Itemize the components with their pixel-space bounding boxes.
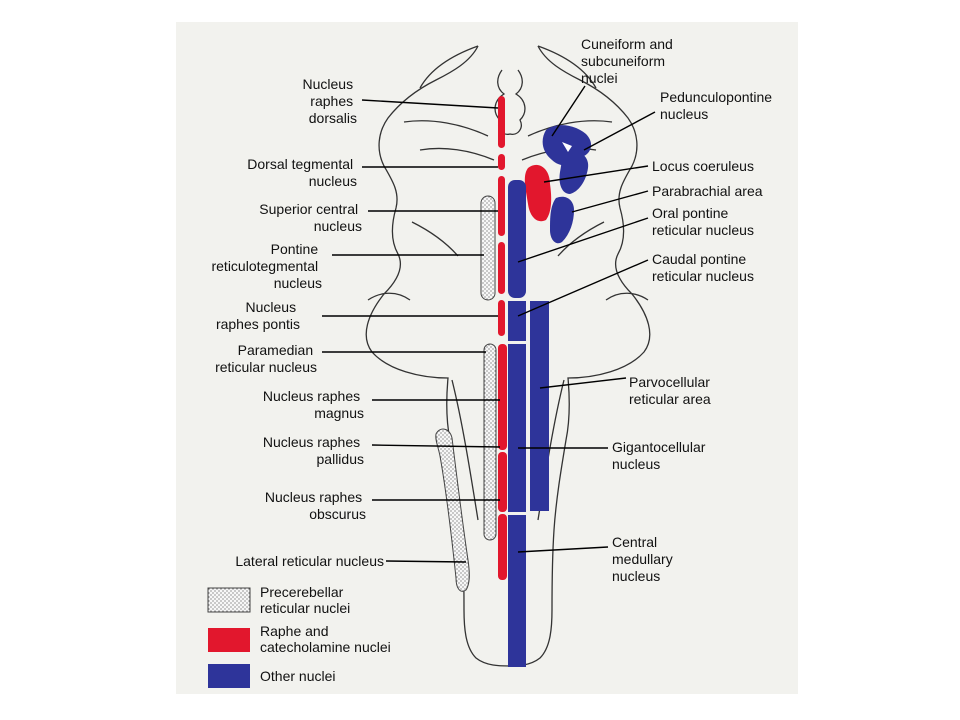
leader-lateral-reticular — [385, 560, 467, 563]
legend-swatch-precerebellar — [207, 587, 251, 613]
label-gigantocellular: Gigantocellular nucleus — [612, 439, 709, 472]
precerebellar-nuclei — [435, 195, 497, 592]
nucleus-raphes-pontis — [498, 300, 505, 336]
labels-right: Cuneiform and subcuneiform nuclei Pedunc… — [581, 36, 776, 584]
label-lateral-reticular: Lateral reticular nucleus — [235, 553, 384, 569]
leader-locus-coeruleus — [543, 165, 649, 183]
gigantocellular-nucleus — [508, 344, 526, 512]
nucleus-raphes-magnus — [498, 344, 507, 450]
parvocellular-reticular-area — [530, 301, 549, 511]
label-paramedian: Paramedian reticular nucleus — [215, 342, 317, 375]
superior-central-nucleus — [498, 176, 505, 236]
leader-parvocellular — [539, 377, 627, 389]
caudal-pontine-reticular-nucleus — [508, 301, 526, 341]
paramedian-reticular-nucleus — [483, 343, 497, 541]
label-raphes-pallidus: Nucleus raphes pallidus — [263, 434, 364, 467]
label-parabrachial: Parabrachial area — [652, 183, 763, 199]
label-oral-pontine: Oral pontine reticular nucleus — [652, 205, 754, 238]
label-raphes-dorsalis: Nucleus raphes dorsalis — [303, 76, 357, 126]
legend-label-raphe: Raphe and catecholamine nuclei — [260, 623, 391, 655]
dorsal-tegmental-nucleus — [498, 154, 505, 170]
label-dorsal-tegmental: Dorsal tegmental nucleus — [247, 156, 357, 189]
leader-central-medullary — [517, 546, 609, 553]
leader-raphes-dorsalis — [361, 99, 499, 109]
leader-pedunculopontine — [583, 111, 656, 151]
legend-label-precerebellar: Precerebellar reticular nuclei — [260, 584, 350, 616]
label-caudal-pontine: Caudal pontine reticular nucleus — [652, 251, 754, 284]
label-locus-coeruleus: Locus coeruleus — [652, 158, 754, 174]
raphe-nuclei — [498, 96, 552, 580]
nucleus-raphes-obscurus — [498, 514, 507, 580]
label-pedunculopontine: Pedunculopontine nucleus — [660, 89, 776, 122]
label-superior-central: Superior central nucleus — [259, 201, 362, 234]
legend-swatch-other — [208, 664, 250, 688]
leader-parabrachial — [571, 190, 649, 213]
label-raphes-obscurus: Nucleus raphes obscurus — [265, 489, 366, 522]
label-central-medullary: Central medullary nucleus — [612, 534, 677, 584]
label-raphes-pontis: Nucleus raphes pontis — [216, 299, 300, 332]
parabrachial-area — [550, 196, 574, 244]
pedunculopontine-nucleus — [559, 149, 589, 194]
nucleus-raphes-dorsalis — [498, 96, 505, 148]
oral-pontine-reticular-nucleus — [508, 180, 526, 298]
nucleus-raphes-pallidus — [498, 452, 507, 512]
label-cuneiform: Cuneiform and subcuneiform nuclei — [581, 36, 677, 86]
legend: Precerebellar reticular nuclei Raphe and… — [207, 584, 391, 688]
leader-lines — [322, 85, 656, 563]
other-nuclei — [508, 125, 592, 667]
legend-label-other: Other nuclei — [260, 668, 335, 684]
lateral-reticular-nucleus — [435, 428, 470, 592]
leader-cuneiform — [551, 85, 586, 137]
legend-swatch-raphe — [208, 628, 250, 652]
raphe-column-pontine — [498, 242, 505, 294]
cuneiform-notch — [562, 142, 572, 152]
label-pontine-reticulotegmental: Pontine reticulotegmental nucleus — [211, 241, 322, 291]
label-parvocellular: Parvocellular reticular area — [629, 374, 714, 407]
label-raphes-magnus: Nucleus raphes magnus — [263, 388, 364, 421]
locus-coeruleus — [524, 164, 552, 222]
central-medullary-nucleus — [508, 515, 526, 667]
leader-caudal-pontine — [517, 259, 649, 317]
labels-left: Nucleus raphes dorsalis Dorsal tegmental… — [211, 76, 384, 569]
leader-oral-pontine — [517, 217, 649, 263]
leader-raphes-pallidus — [371, 444, 501, 448]
pontine-reticulotegmental-nucleus — [480, 195, 496, 301]
